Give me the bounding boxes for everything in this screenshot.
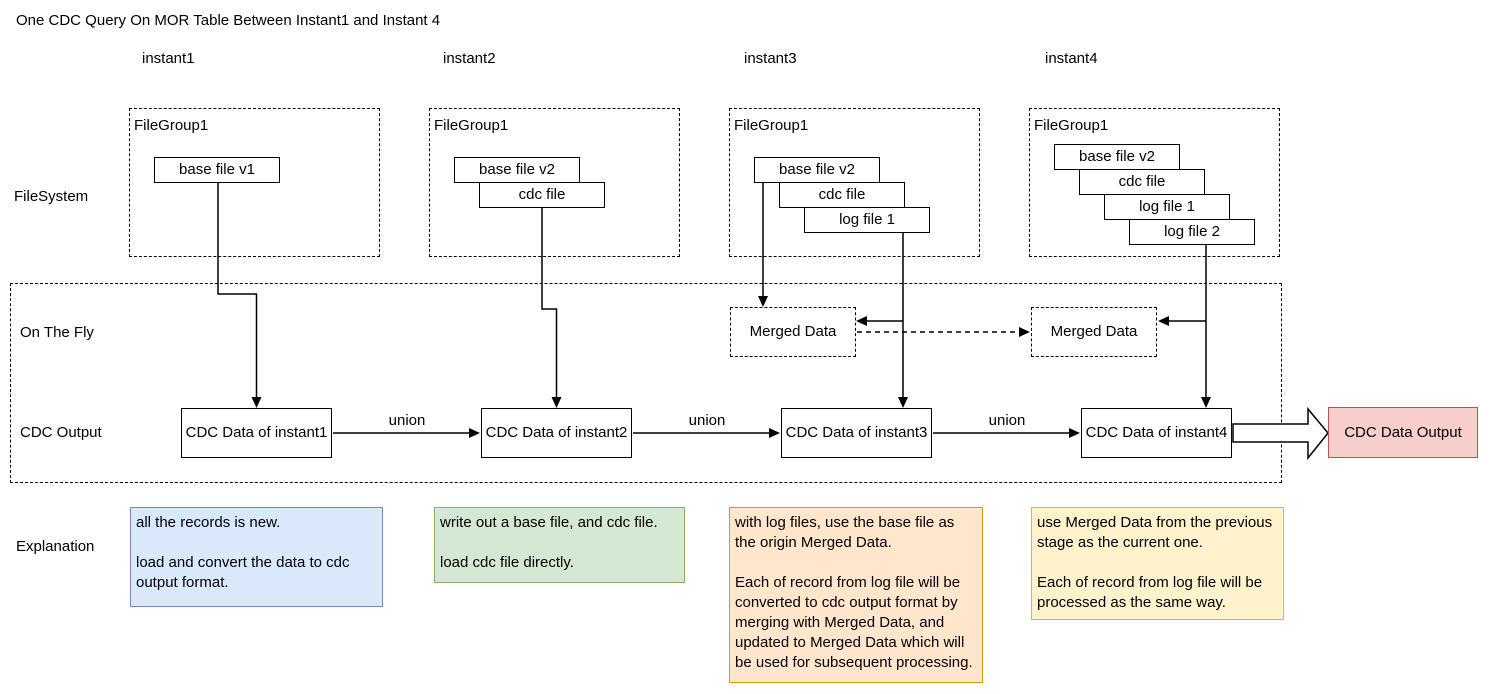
explanation-box-instant1: all the records is new. load and convert…: [130, 507, 383, 607]
arrow-instant3-log-to-cdc: [856, 233, 908, 408]
explanation-box-instant3: with log files, use the base file as the…: [729, 507, 983, 683]
filegroup-box-instant2: FileGroup1: [429, 108, 680, 257]
file-instant4-log-file-1: log file 1: [1104, 194, 1230, 220]
filegroup-label: FileGroup1: [434, 117, 509, 134]
on-the-fly-container: [10, 283, 1282, 483]
file-instant4-base-v2: base file v2: [1054, 144, 1180, 170]
arrow-instant2-file-to-cdc: [541, 208, 562, 408]
cdc-data-box-instant3: CDC Data of instant3: [781, 408, 932, 458]
explanation-box-instant4: use Merged Data from the previous stage …: [1031, 507, 1284, 620]
row-label-filesystem: FileSystem: [14, 188, 89, 205]
cdc-data-box-instant1: CDC Data of instant1: [181, 408, 332, 458]
cdc-data-output-box: CDC Data Output: [1328, 407, 1478, 458]
row-label-explanation: Explanation: [16, 538, 95, 555]
row-label-on-the-fly: On The Fly: [20, 324, 94, 341]
filegroup-box-instant1: FileGroup1: [129, 108, 380, 257]
file-instant3-base-v2: base file v2: [754, 157, 880, 183]
arrow-instant3-base-to-merged: [758, 183, 768, 307]
arrow-instant4-log-to-cdc: [1158, 245, 1211, 408]
arrow-cdc4-to-output: [1232, 406, 1329, 461]
file-instant3-cdc-file: cdc file: [779, 182, 905, 208]
arrow-union-2: [633, 428, 780, 438]
union-label-1: union: [388, 412, 426, 429]
arrow-union-3: [933, 428, 1080, 438]
arrow-instant1-file-to-cdc: [217, 183, 262, 408]
arrow-union-1: [333, 428, 480, 438]
filegroup-box-instant3: FileGroup1: [729, 108, 980, 257]
merged-data-box-instant3: Merged Data: [730, 307, 856, 357]
filegroup-label: FileGroup1: [1034, 117, 1109, 134]
arrow-merged3-to-merged4: [857, 327, 1030, 337]
file-instant4-cdc-file: cdc file: [1079, 169, 1205, 195]
file-instant3-log-file-1: log file 1: [804, 207, 930, 233]
filegroup-box-instant4: FileGroup1: [1029, 108, 1280, 257]
filegroup-label: FileGroup1: [134, 117, 209, 134]
row-label-cdc-output: CDC Output: [20, 424, 102, 441]
file-instant4-log-file-2: log file 2: [1129, 219, 1255, 245]
file-instant2-cdc-file: cdc file: [479, 182, 605, 208]
page-title: One CDC Query On MOR Table Between Insta…: [16, 12, 441, 29]
cdc-data-box-instant4: CDC Data of instant4: [1081, 408, 1232, 458]
file-instant1-base-v1: base file v1: [154, 157, 280, 183]
column-label-instant2: instant2: [443, 50, 496, 67]
column-label-instant3: instant3: [744, 50, 797, 67]
column-label-instant1: instant1: [142, 50, 195, 67]
explanation-box-instant2: write out a base file, and cdc file. loa…: [434, 507, 685, 583]
cdc-data-box-instant2: CDC Data of instant2: [481, 408, 632, 458]
merged-data-box-instant4: Merged Data: [1031, 307, 1157, 357]
union-label-2: union: [688, 412, 726, 429]
file-instant2-base-v2: base file v2: [454, 157, 580, 183]
filegroup-label: FileGroup1: [734, 117, 809, 134]
union-label-3: union: [988, 412, 1026, 429]
column-label-instant4: instant4: [1045, 50, 1098, 67]
